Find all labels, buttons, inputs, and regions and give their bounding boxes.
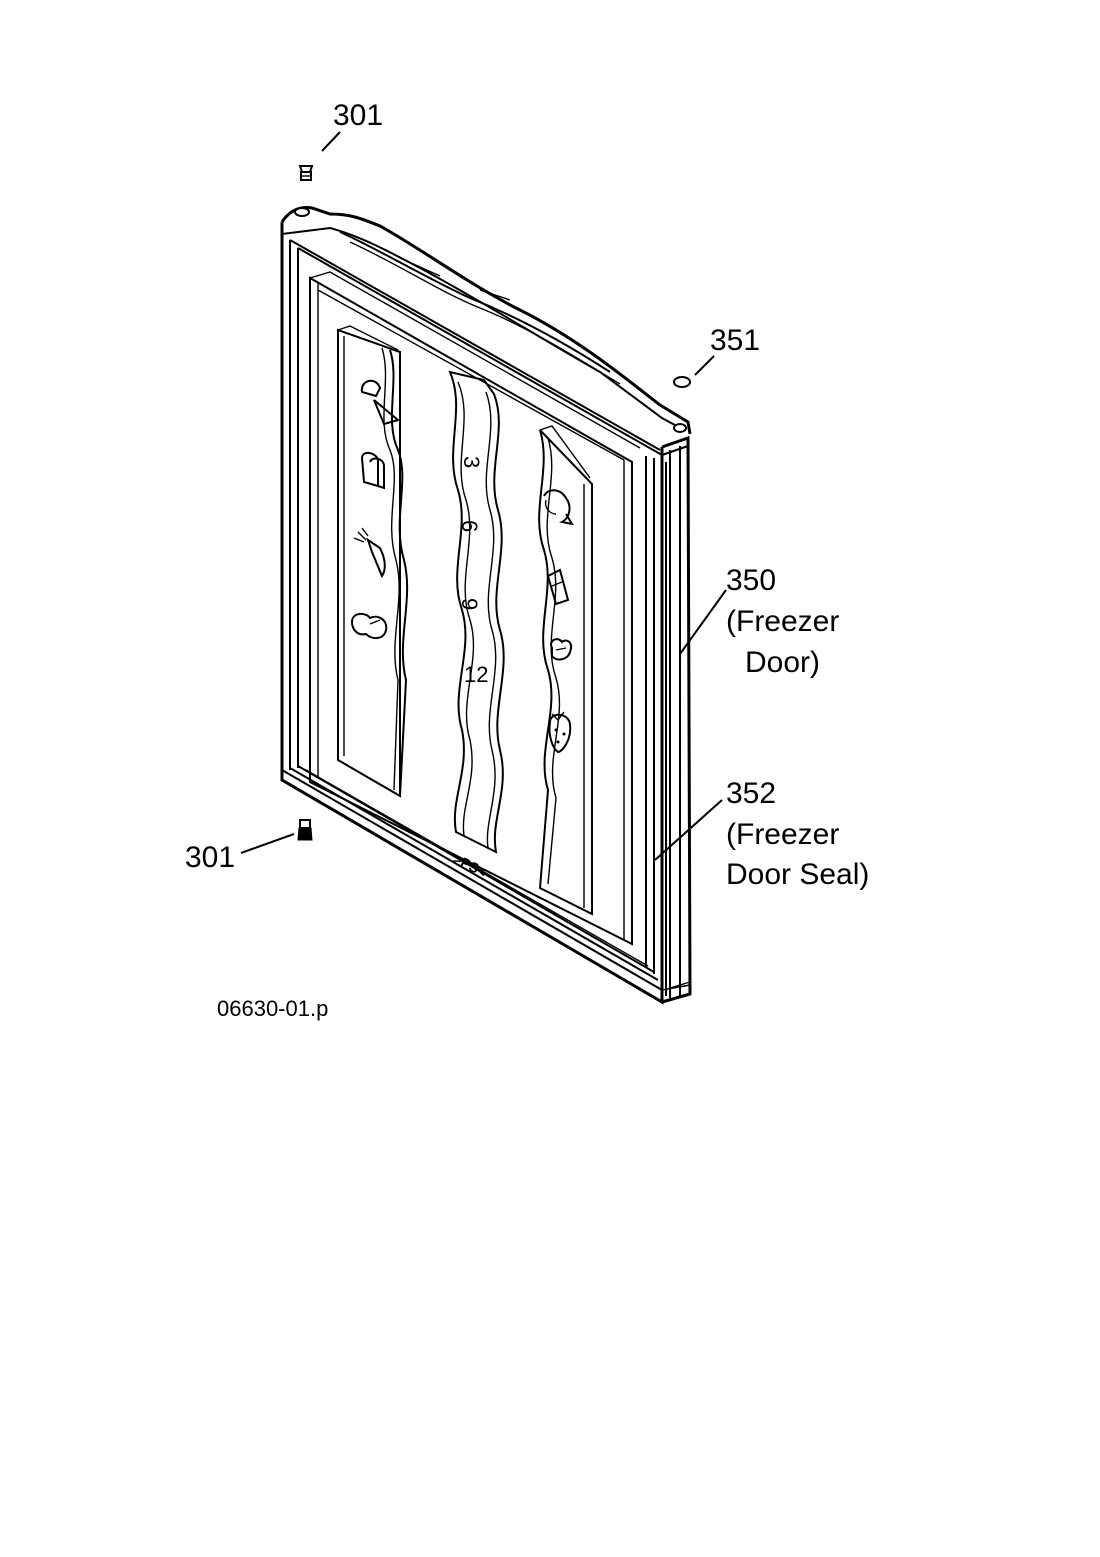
- leader-screw-bottom: [240, 833, 295, 854]
- leader-seal: [654, 799, 723, 861]
- vegetable-icon: [550, 638, 572, 661]
- drawing-code: 06630-01.p: [217, 996, 328, 1021]
- callout-seal-name-2: Door Seal): [726, 858, 869, 891]
- ice-cream-icon: [360, 379, 401, 426]
- screw-top: [298, 165, 314, 181]
- callout-door-name-1: (Freezer: [726, 605, 839, 638]
- chicken-icon: [350, 612, 388, 640]
- freezer-door: [280, 206, 692, 1005]
- plug-part: [673, 376, 691, 388]
- month-scale: 3 6 9 12: [457, 456, 488, 687]
- callout-seal-name-1: (Freezer: [726, 818, 839, 851]
- screw-bottom: [297, 819, 313, 841]
- fish-icon: [543, 489, 575, 526]
- callout-door-name-2: Door): [745, 646, 820, 679]
- leader-screw-top: [321, 131, 341, 152]
- callout-screw-top: 301: [333, 99, 383, 132]
- callout-door-number: 350: [726, 564, 776, 597]
- ps-mark: >PS<: [451, 850, 489, 880]
- month-9: 9: [457, 598, 482, 610]
- right-channel: [538, 425, 593, 916]
- callout-screw-bottom: 301: [185, 841, 235, 874]
- month-12: 12: [464, 662, 488, 687]
- leader-plug: [694, 355, 715, 376]
- month-3: 3: [459, 456, 484, 468]
- left-channel: [337, 325, 409, 798]
- callout-plug: 351: [710, 324, 760, 357]
- month-6: 6: [457, 520, 482, 532]
- leader-door: [679, 589, 727, 655]
- middle-channel: [448, 370, 505, 854]
- bread-icon: [360, 452, 385, 490]
- cheese-icon: [546, 568, 570, 606]
- callout-seal-number: 352: [726, 777, 776, 810]
- carrot-icon: [353, 527, 386, 579]
- strawberry-icon: [548, 711, 572, 754]
